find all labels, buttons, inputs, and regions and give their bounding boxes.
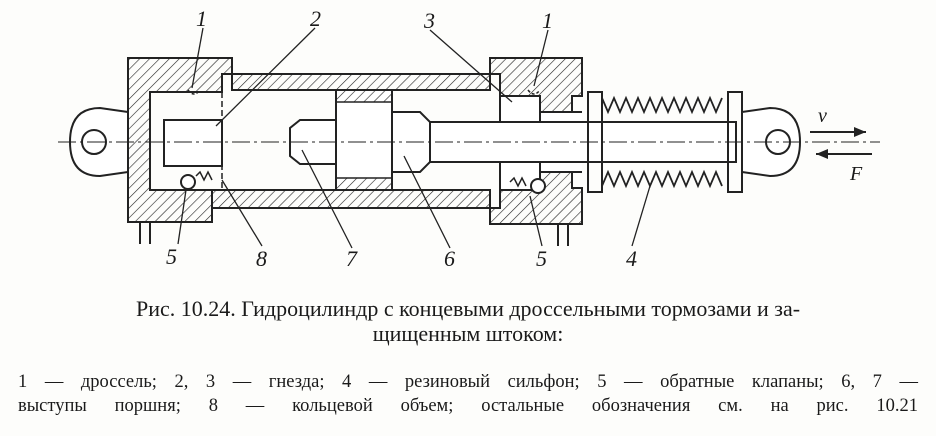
piston bbox=[289, 89, 431, 191]
velocity-label: v bbox=[818, 105, 827, 127]
left-socket bbox=[163, 89, 223, 190]
label-annular-volume: 8 bbox=[256, 246, 267, 271]
force-label: F bbox=[849, 163, 863, 185]
label-protrusion-left: 7 bbox=[346, 246, 358, 271]
left-check-valve bbox=[180, 170, 213, 190]
leader-lines bbox=[177, 27, 651, 249]
figure-caption-line2: щищенным штоком: bbox=[372, 321, 564, 346]
velocity-arrow bbox=[810, 127, 866, 137]
figure-caption-line1: Рис. 10.24. Гидроцилиндр с концевыми дро… bbox=[135, 296, 801, 321]
label-throttle-right: 1 bbox=[542, 8, 553, 33]
label-throttle-left: 1 bbox=[196, 6, 207, 31]
figure-legend-line1: 1 — дроссель; 2, 3 — гнезда; 4 — резинов… bbox=[18, 372, 918, 392]
label-bellows: 4 bbox=[626, 246, 637, 271]
label-protrusion-right: 6 bbox=[444, 246, 455, 271]
hydraulic-cylinder-diagram: v F 1 2 3 1 5 8 7 6 5 4 bbox=[58, 6, 880, 271]
label-check-valve-left: 5 bbox=[166, 244, 177, 269]
right-check-valve bbox=[509, 176, 546, 194]
figure-legend-line2: выступы поршня; 8 — кольцевой объем; ост… bbox=[18, 396, 918, 416]
label-socket-left: 2 bbox=[310, 6, 321, 31]
label-check-valve-right: 5 bbox=[536, 246, 547, 271]
force-arrow bbox=[816, 149, 872, 159]
label-socket-right: 3 bbox=[423, 8, 435, 33]
